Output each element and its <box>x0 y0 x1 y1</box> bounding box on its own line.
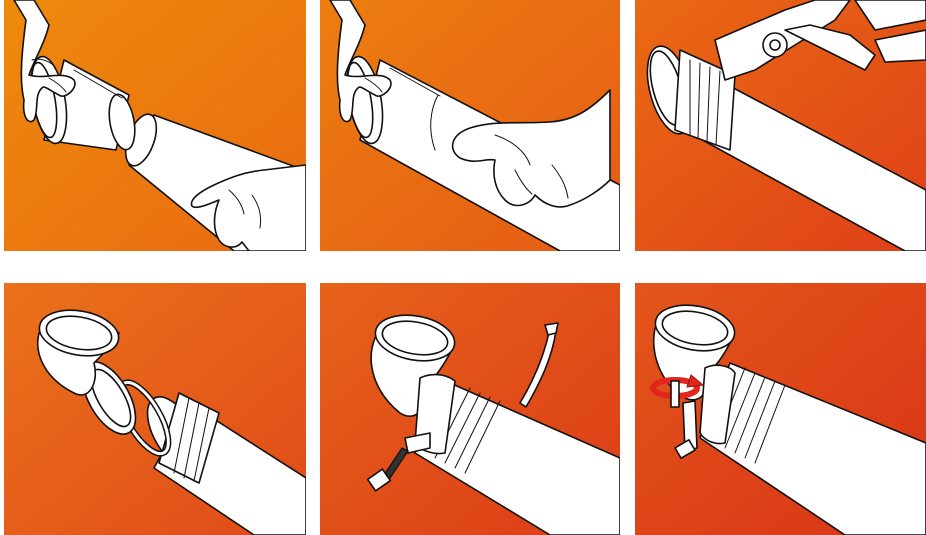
step-4-panel <box>4 283 306 535</box>
step-3-panel <box>635 0 926 251</box>
step-2-illustration <box>320 0 620 251</box>
step-5-panel <box>320 283 620 535</box>
step-1-panel <box>4 0 306 251</box>
step-4-illustration <box>4 283 306 535</box>
step-1-illustration <box>4 0 306 251</box>
step-5-illustration <box>320 283 620 535</box>
step-2-panel <box>320 0 620 251</box>
step-3-illustration <box>635 0 926 251</box>
step-6-illustration <box>635 283 926 535</box>
step-6-panel <box>635 283 926 535</box>
